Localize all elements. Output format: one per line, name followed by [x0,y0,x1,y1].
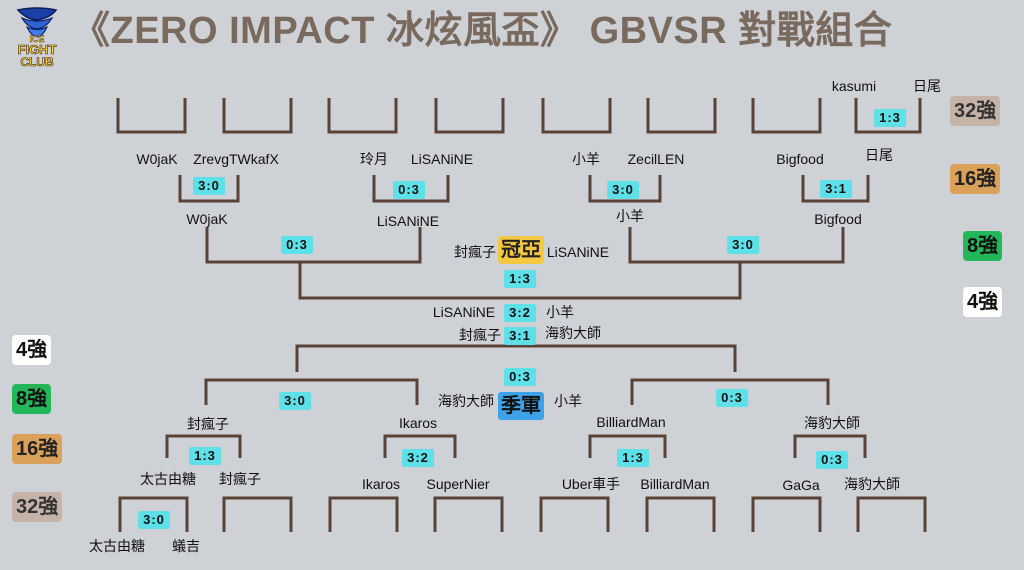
player-name: ZrevgTWkafX [193,151,279,167]
match-score: 3:0 [727,236,759,254]
player-name: LiSANiNE [410,151,474,167]
match-score: 0:3 [281,236,313,254]
match-score: 3:0 [193,177,225,195]
legend-round-32: 32強 [950,96,1001,126]
match-score: 3:0 [138,511,170,529]
player-name: Bigfood [814,211,862,227]
match-score: 1:3 [189,447,221,465]
legend-round-8: 8強 [963,231,1003,261]
match-score: 3:2 [402,449,434,467]
player-name: 封瘋子 [219,471,261,487]
player-name: kasumi [831,78,877,94]
player-name: ZecilLEN [627,151,685,167]
player-name: 日尾 [913,78,941,94]
player-name: 玲月 [360,151,388,167]
player-name: 海豹大師 [804,415,860,431]
final-label: 冠亞 [498,236,544,264]
legend-round-16: 16強 [950,164,1001,194]
player-name: Ikaros [398,415,438,431]
player-name: 海豹大師 [545,325,601,341]
player-name: 封瘋子 [454,244,496,260]
tornado-logo-icon: ICE FIGHT CLUB [16,7,58,69]
match-score: 3:0 [607,181,639,199]
player-name: 蟻吉 [172,538,200,554]
match-score: 1:3 [504,270,536,288]
player-name: Bigfood [776,151,824,167]
ice-fight-club-logo: ICE FIGHT CLUB [6,6,68,70]
player-name: LiSANiNE [432,304,496,320]
match-score: 3:0 [279,392,311,410]
player-name: 太古由糖 [89,538,145,554]
svg-text:ICE: ICE [29,34,44,44]
match-score: 0:3 [816,451,848,469]
player-name: 海豹大師 [438,393,494,409]
page-title: 《ZERO IMPACT 冰炫風盃》 GBVSR 對戰組合 [72,10,893,52]
svg-text:FIGHT: FIGHT [18,42,57,57]
player-name: BilliardMan [640,476,710,492]
third-place-label: 季軍 [498,392,544,420]
legend-round-8-left: 8強 [12,384,52,414]
legend-round-16-left: 16強 [12,434,63,464]
player-name: SuperNier [426,476,490,492]
legend-round-32-left: 32強 [12,492,63,522]
player-name: 封瘋子 [187,416,229,432]
player-name: BilliardMan [596,414,666,430]
legend-round-4: 4強 [963,287,1003,317]
match-score: 1:3 [874,109,906,127]
player-name: LiSANiNE [376,213,440,229]
player-name: W0jaK [136,151,178,167]
match-score: 0:3 [504,368,536,386]
match-score: 0:3 [716,389,748,407]
player-name: 日尾 [865,147,893,163]
player-name: 小羊 [546,304,574,320]
legend-round-4-left: 4強 [12,335,52,365]
player-name: 小羊 [554,393,582,409]
match-score: 3:1 [820,180,852,198]
match-score: 3:1 [504,327,536,345]
player-name: W0jaK [186,211,228,227]
match-score: 0:3 [393,181,425,199]
player-name: 封瘋子 [459,327,501,343]
player-name: 小羊 [616,208,644,224]
player-name: 小羊 [572,151,600,167]
player-name: GaGa [782,477,820,493]
player-name: LiSANiNE [546,244,610,260]
player-name: Uber車手 [561,476,621,492]
match-score: 1:3 [617,449,649,467]
player-name: 太古由糖 [140,471,196,487]
player-name: Ikaros [361,476,401,492]
player-name: 海豹大師 [844,476,900,492]
svg-text:CLUB: CLUB [20,55,54,69]
match-score: 3:2 [504,304,536,322]
